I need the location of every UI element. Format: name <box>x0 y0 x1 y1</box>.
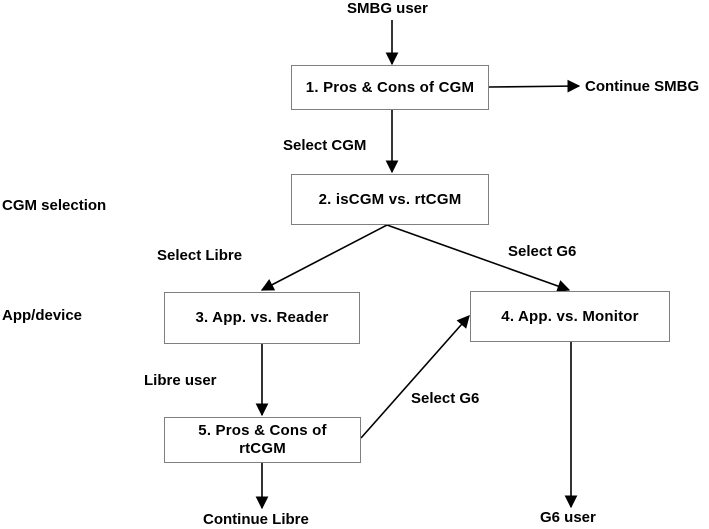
edge-label-select-g6-mid: Select G6 <box>411 390 480 407</box>
node-box2-iscgm-vs-rtcgm: 2. isCGM vs. rtCGM <box>291 174 489 225</box>
stage-label-app-device: App/device <box>2 307 83 324</box>
arrow-box5-to-box4 <box>360 315 470 439</box>
node-continue-libre: Continue Libre <box>203 511 309 528</box>
edge-label-libre-user: Libre user <box>144 372 217 389</box>
node-g6-user: G6 user <box>540 509 596 526</box>
node-continue-smbg: Continue SMBG <box>585 78 700 95</box>
arrow-box2-to-box4 <box>386 224 571 293</box>
node-box1-pros-cons-cgm: 1. Pros & Cons of CGM <box>291 65 489 110</box>
edge-label-select-libre: Select Libre <box>157 247 243 264</box>
arrow-box2-to-box3 <box>260 224 388 291</box>
node-box5-pros-cons-rtcgm: 5. Pros & Cons of rtCGM <box>164 417 361 463</box>
node-smbg-user: SMBG user <box>347 0 428 17</box>
edge-label-select-g6-top: Select G6 <box>508 243 577 260</box>
node-box5-label-line1: 5. Pros & Cons of <box>198 422 327 439</box>
node-box3-label: 3. App. vs. Reader <box>195 309 329 326</box>
node-box1-label: 1. Pros & Cons of CGM <box>305 78 475 96</box>
node-box4-app-vs-monitor: 4. App. vs. Monitor <box>470 291 670 342</box>
node-box5-label-line2: rtCGM <box>239 440 286 457</box>
stage-label-cgm-selection: CGM selection <box>2 197 107 214</box>
edge-label-select-cgm: Select CGM <box>283 137 367 154</box>
node-box4-label: 4. App. vs. Monitor <box>501 307 639 325</box>
arrow-box1-to-continue-smbg <box>488 79 581 93</box>
node-box2-label: 2. isCGM vs. rtCGM <box>318 190 462 208</box>
node-box3-app-vs-reader: 3. App. vs. Reader <box>164 292 360 344</box>
